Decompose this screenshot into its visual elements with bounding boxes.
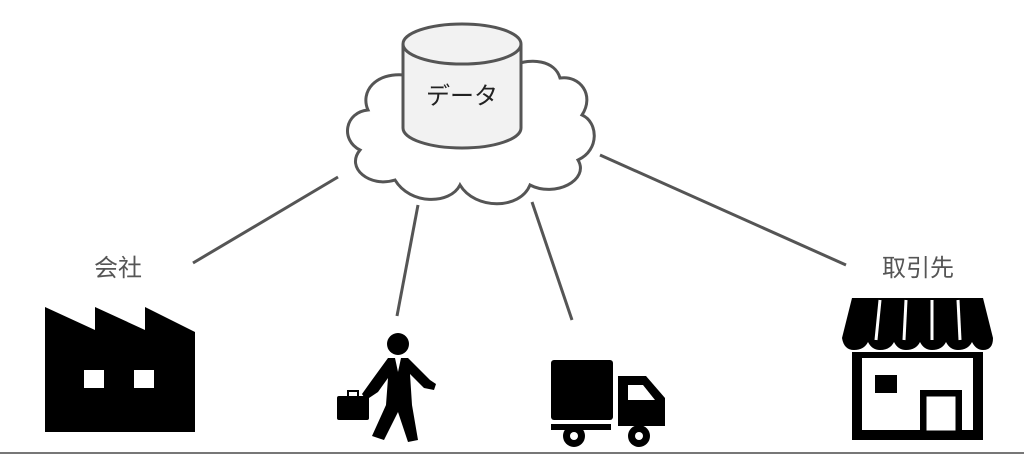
connector-company	[192, 175, 339, 265]
businessman-icon	[337, 333, 436, 442]
database-label: データ	[426, 82, 498, 110]
store-icon	[842, 298, 993, 440]
partner-label: 取引先	[882, 254, 954, 282]
database-cylinder: データ	[401, 22, 523, 150]
factory-icon	[45, 307, 195, 432]
connector-delivery	[530, 201, 574, 321]
connector-partner	[599, 153, 847, 267]
truck-icon	[551, 360, 665, 447]
company-label: 会社	[94, 254, 142, 282]
connector-employee	[395, 204, 420, 317]
